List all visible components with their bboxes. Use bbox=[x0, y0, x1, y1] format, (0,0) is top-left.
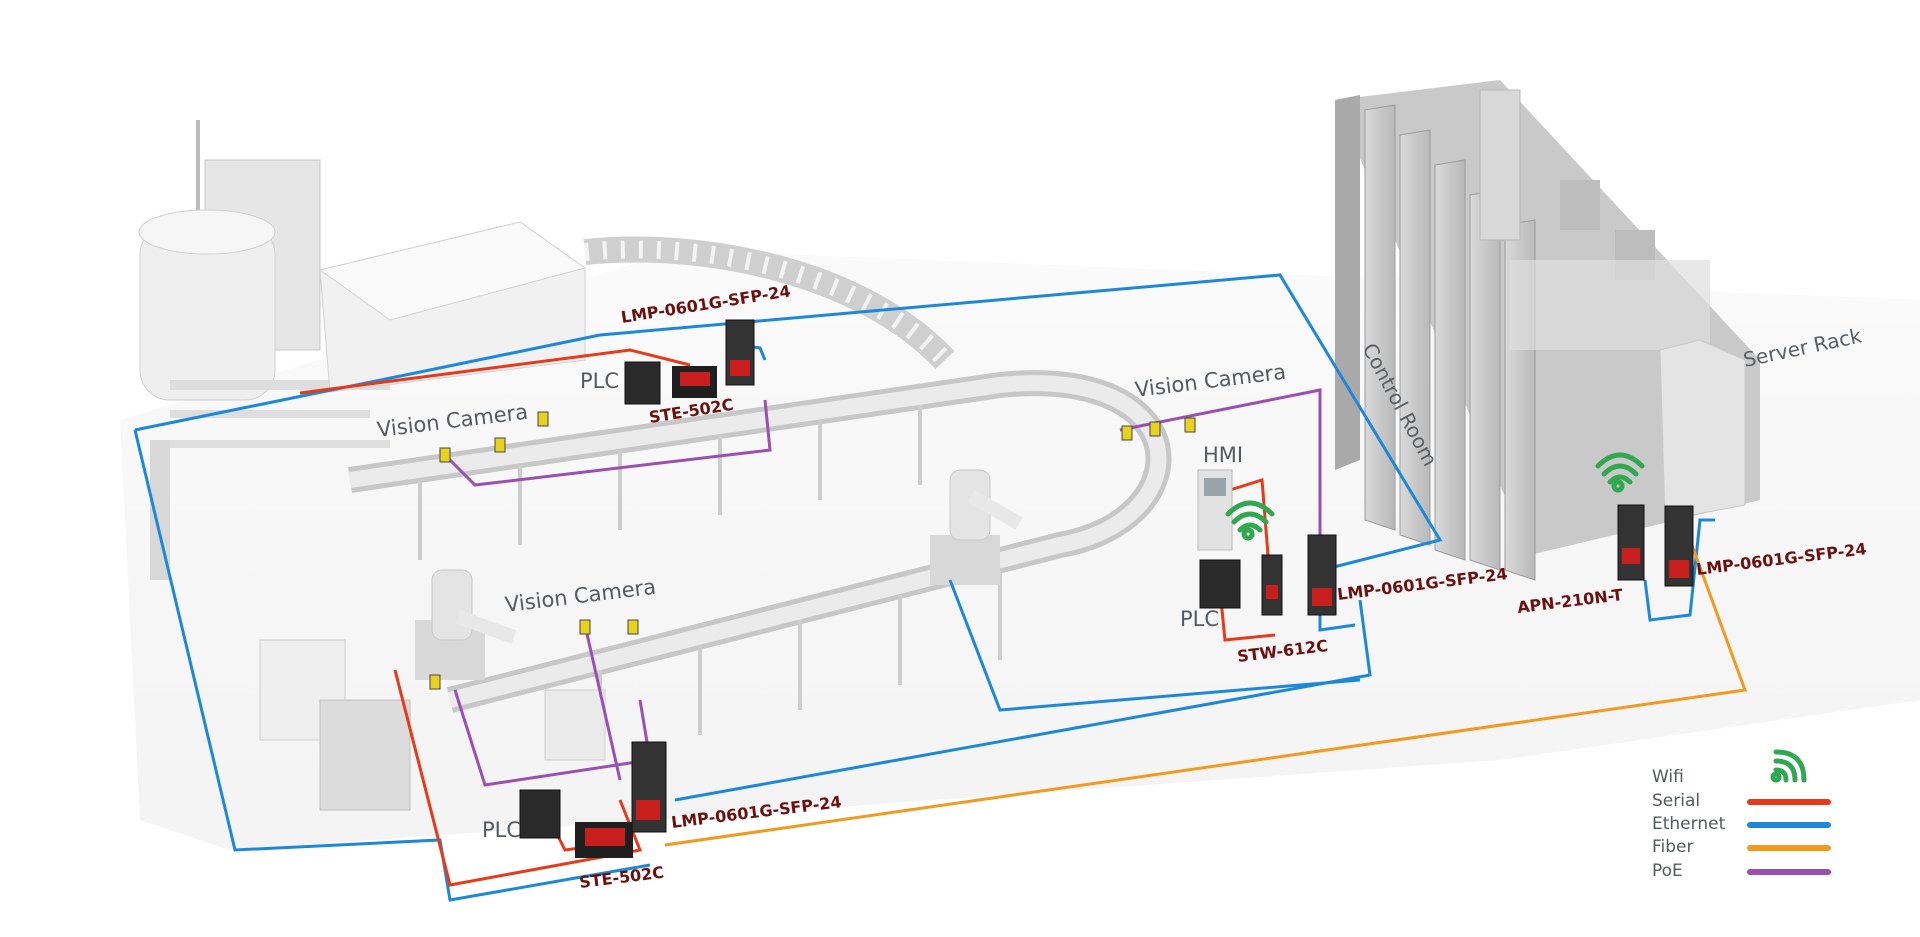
plc-label-bottom: PLC bbox=[482, 818, 521, 842]
legend: Wifi Serial Ethernet Fiber PoE bbox=[1652, 749, 1831, 881]
storage-crates bbox=[259, 639, 606, 811]
serial-server-units bbox=[575, 366, 717, 858]
legend-poe-label: PoE bbox=[1652, 861, 1683, 881]
curved-conveyor bbox=[583, 236, 955, 369]
poe-cables bbox=[438, 388, 1322, 787]
legend-ethernet-label: Ethernet bbox=[1652, 814, 1726, 834]
wifi-icon bbox=[1770, 749, 1807, 783]
plc-units bbox=[519, 361, 1241, 839]
plc-label-right: PLC bbox=[1180, 607, 1219, 631]
legend-fiber-label: Fiber bbox=[1652, 837, 1694, 857]
fiber-cables bbox=[664, 539, 1748, 847]
legend-wifi-label: Wifi bbox=[1652, 767, 1684, 787]
switch-units bbox=[631, 319, 1694, 833]
serial-server-label-bottom: STE-502C bbox=[578, 863, 665, 892]
production-building bbox=[318, 221, 587, 393]
vision-camera-units bbox=[429, 411, 1196, 690]
wifi-icon bbox=[1595, 452, 1645, 493]
legend-serial-label: Serial bbox=[1652, 791, 1700, 811]
hmi-terminal bbox=[1197, 469, 1233, 551]
robot-arm-left bbox=[415, 569, 517, 680]
process-tank bbox=[138, 120, 390, 580]
control-room bbox=[1335, 80, 1760, 581]
robot-arm-center bbox=[930, 469, 1023, 585]
wifi-icon bbox=[1225, 500, 1275, 541]
plc-label-top: PLC bbox=[580, 369, 619, 393]
hmi-label: HMI bbox=[1203, 443, 1243, 467]
